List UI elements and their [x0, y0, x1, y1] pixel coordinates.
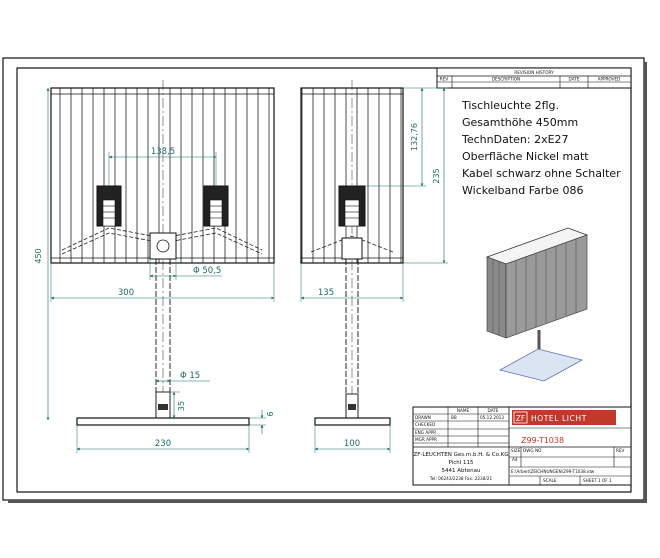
rev-header: REV	[440, 77, 449, 82]
note-line-6: Wickelband Farbe 086	[462, 184, 584, 197]
drawn-date: 05.12.2013	[480, 415, 504, 420]
front-view	[50, 80, 275, 426]
side-bulb	[338, 185, 366, 227]
dim-shade-width-front: 300	[118, 288, 134, 298]
rev-label: REV	[616, 448, 625, 453]
size-value: A4	[512, 457, 518, 462]
dim-stem-detail: 35	[177, 401, 186, 411]
eng-appr-label: ENG APPR	[415, 430, 436, 435]
company-address-2: 5441 Abtenau	[442, 468, 481, 474]
checked-label: CHECKED	[415, 422, 435, 427]
isometric-lamp-illustration	[485, 227, 589, 382]
left-bulb	[96, 185, 122, 227]
front-hub	[149, 232, 177, 260]
revision-title: REVISION HISTORY	[514, 70, 554, 75]
iso-base-plate	[498, 348, 584, 382]
file-path: E:\Arbeit\ZEICHNUNGEN\Z99-T1038.idw	[511, 469, 595, 474]
side-dimensions: 135 132,76 235 100	[300, 87, 448, 453]
dim-stem-diameter: Φ 15	[180, 371, 200, 381]
drawn-label: DRAWN	[415, 415, 431, 420]
dim-hub-diameter: Φ 50,5	[193, 266, 221, 276]
right-bulb	[203, 185, 229, 227]
date-header: DATE	[569, 77, 580, 82]
logo-background	[512, 410, 616, 425]
side-base	[314, 417, 391, 426]
front-base	[76, 417, 250, 426]
front-dimensions: 450 138,5 300 Φ 50,5 Φ 15 35 6 2	[34, 87, 275, 453]
dim-base-thickness: 6	[266, 411, 275, 416]
revision-block: REVISION HISTORY REV DESCRIPTION DATE AP…	[436, 67, 632, 89]
note-line-5: Kabel schwarz ohne Schalter	[462, 167, 621, 180]
size-label: SIZE	[511, 448, 521, 453]
side-view	[300, 80, 404, 426]
notes-block: Tischleuchte 2flg. Gesamthöhe 450mm Tech…	[461, 99, 621, 197]
drawing-number: Z99-T1038	[521, 436, 564, 445]
note-line-3: TechnDaten: 2xE27	[461, 133, 569, 146]
dim-shade-width-side: 135	[318, 288, 334, 298]
title-block: NAME DATE DRAWN BB 05.12.2013 CHECKED EN…	[412, 406, 632, 486]
company-phone: Tel: 06243/2238 Fax: 2238/21	[429, 476, 493, 481]
shadow-right	[644, 62, 647, 503]
note-line-2: Gesamthöhe 450mm	[462, 116, 578, 129]
dim-overall-height: 450	[34, 248, 43, 263]
dim-shade-height-side: 235	[432, 168, 441, 183]
company-name: ZF-LEUCHTEN Ges.m.b.H. & Co.KG	[413, 452, 508, 458]
name-header: NAME	[457, 408, 470, 413]
approved-header: APPROVED	[598, 77, 621, 82]
shadow-bottom	[8, 500, 646, 503]
description-header: DESCRIPTION	[492, 77, 520, 82]
drawn-name: BB	[451, 415, 457, 420]
date-col-header: DATE	[488, 408, 499, 413]
dim-lamp-spacing: 138,5	[151, 147, 175, 157]
logo-mark: ZF	[516, 414, 525, 423]
dwg-no-label: DWG NO	[523, 448, 542, 453]
inner-frame	[16, 67, 632, 493]
company-address-1: Pichl 115	[448, 460, 474, 466]
mgr-appr-label: MGR APPR	[415, 437, 437, 442]
dim-shade-height-top: 132,76	[410, 123, 419, 151]
note-line-4: Oberfläche Nickel matt	[462, 150, 589, 163]
dim-base-width-side: 100	[344, 439, 360, 449]
dim-base-width-front: 230	[155, 439, 171, 449]
note-line-1: Tischleuchte 2flg.	[461, 99, 559, 112]
iso-shade-front	[486, 256, 507, 339]
sheet-label: SHEET 1 OF 1	[583, 478, 612, 483]
logo-text: HOTEL LICHT	[531, 414, 587, 423]
scale-label: SCALE	[543, 478, 557, 483]
lamp-bracket	[61, 227, 263, 251]
